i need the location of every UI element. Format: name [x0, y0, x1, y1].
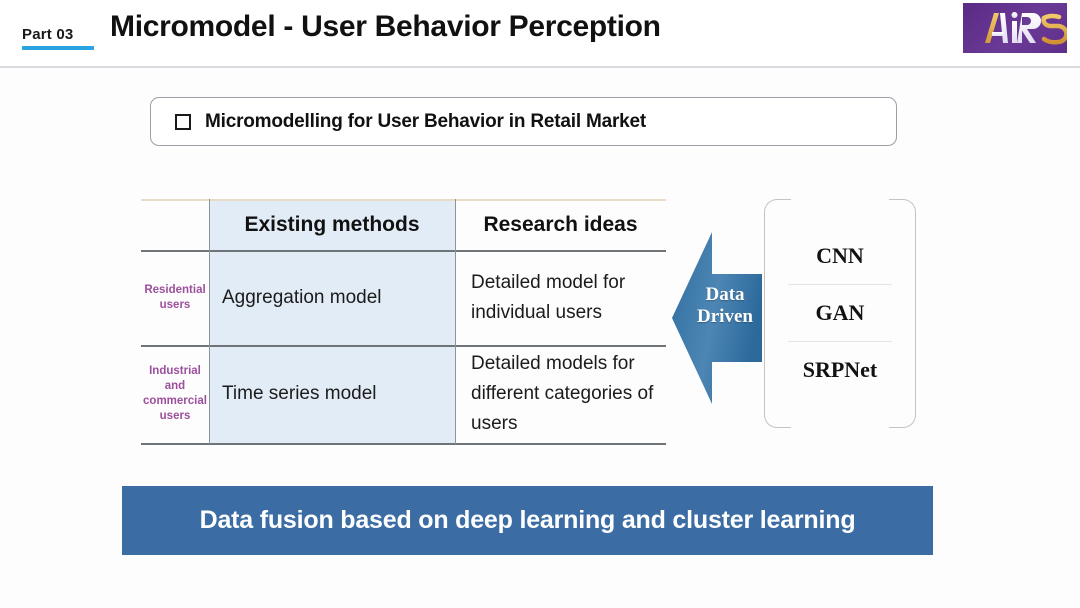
- existing-methods-column-shade: [209, 200, 455, 443]
- section-heading-box: Micromodelling for User Behavior in Reta…: [150, 97, 897, 146]
- row-label-line: commercial: [143, 395, 207, 407]
- arrow-label-line2: Driven: [697, 306, 753, 327]
- left-arrow-icon: [672, 232, 764, 404]
- page-title: Micromodel - User Behavior Perception: [110, 10, 661, 43]
- bracket-left-icon: [764, 199, 791, 428]
- part-underline: [22, 46, 94, 50]
- model-item-gan: GAN: [815, 299, 865, 325]
- table-column-divider-2: [455, 199, 457, 444]
- model-item-cnn: CNN: [816, 242, 864, 268]
- square-bullet-icon: [175, 113, 191, 130]
- table-row-label-residential: Residential users: [141, 250, 209, 345]
- table-header-existing-methods: Existing methods: [244, 212, 420, 236]
- table-row-label-industrial: Industrial and commercial users: [141, 345, 209, 443]
- table-row-border: [141, 345, 666, 347]
- table-cell-research-industrial: Detailed models for different categories…: [471, 353, 654, 434]
- model-list-panel: CNN GAN SRPNet: [764, 199, 916, 428]
- header-divider: [0, 66, 1080, 68]
- table-header-research-ideas: Research ideas: [483, 212, 638, 236]
- part-indicator: Part 03: [22, 26, 94, 50]
- airs-logo-mark: [985, 12, 1067, 45]
- row-label-line: Industrial: [149, 365, 201, 377]
- summary-banner-text: Data fusion based on deep learning and c…: [199, 506, 856, 534]
- table-bottom-border: [141, 443, 666, 445]
- row-label-line: Residential: [144, 283, 206, 296]
- model-list-divider: [788, 340, 892, 342]
- comparison-table: Existing methods Research ideas Resident…: [141, 199, 666, 445]
- table-cell-existing-industrial: Time series model: [222, 383, 377, 404]
- table-column-divider-1: [209, 199, 211, 444]
- table-header-border: [141, 250, 666, 252]
- row-label-line: users: [159, 410, 191, 422]
- table-cell-existing-residential: Aggregation model: [222, 286, 382, 308]
- part-label: Part 03: [22, 26, 74, 43]
- row-label-line: and: [164, 380, 186, 392]
- arrow-label: Data Driven: [672, 284, 764, 328]
- section-heading-text: Micromodelling for User Behavior in Reta…: [205, 110, 647, 132]
- slide-header: Part 03 Micromodel - User Behavior Perce…: [0, 0, 1080, 68]
- table-top-border: [141, 199, 666, 201]
- row-label-line: users: [159, 298, 191, 311]
- left-arrow-shape: [672, 232, 762, 404]
- summary-banner: Data fusion based on deep learning and c…: [122, 486, 933, 555]
- model-item-srpnet: SRPNet: [802, 356, 878, 382]
- bracket-right-icon: [889, 199, 916, 428]
- airs-logo: [963, 3, 1067, 53]
- model-list-divider: [788, 283, 892, 285]
- table-cell-research-residential: Detailed model for individual users: [471, 271, 626, 323]
- arrow-label-line1: Data: [705, 284, 745, 305]
